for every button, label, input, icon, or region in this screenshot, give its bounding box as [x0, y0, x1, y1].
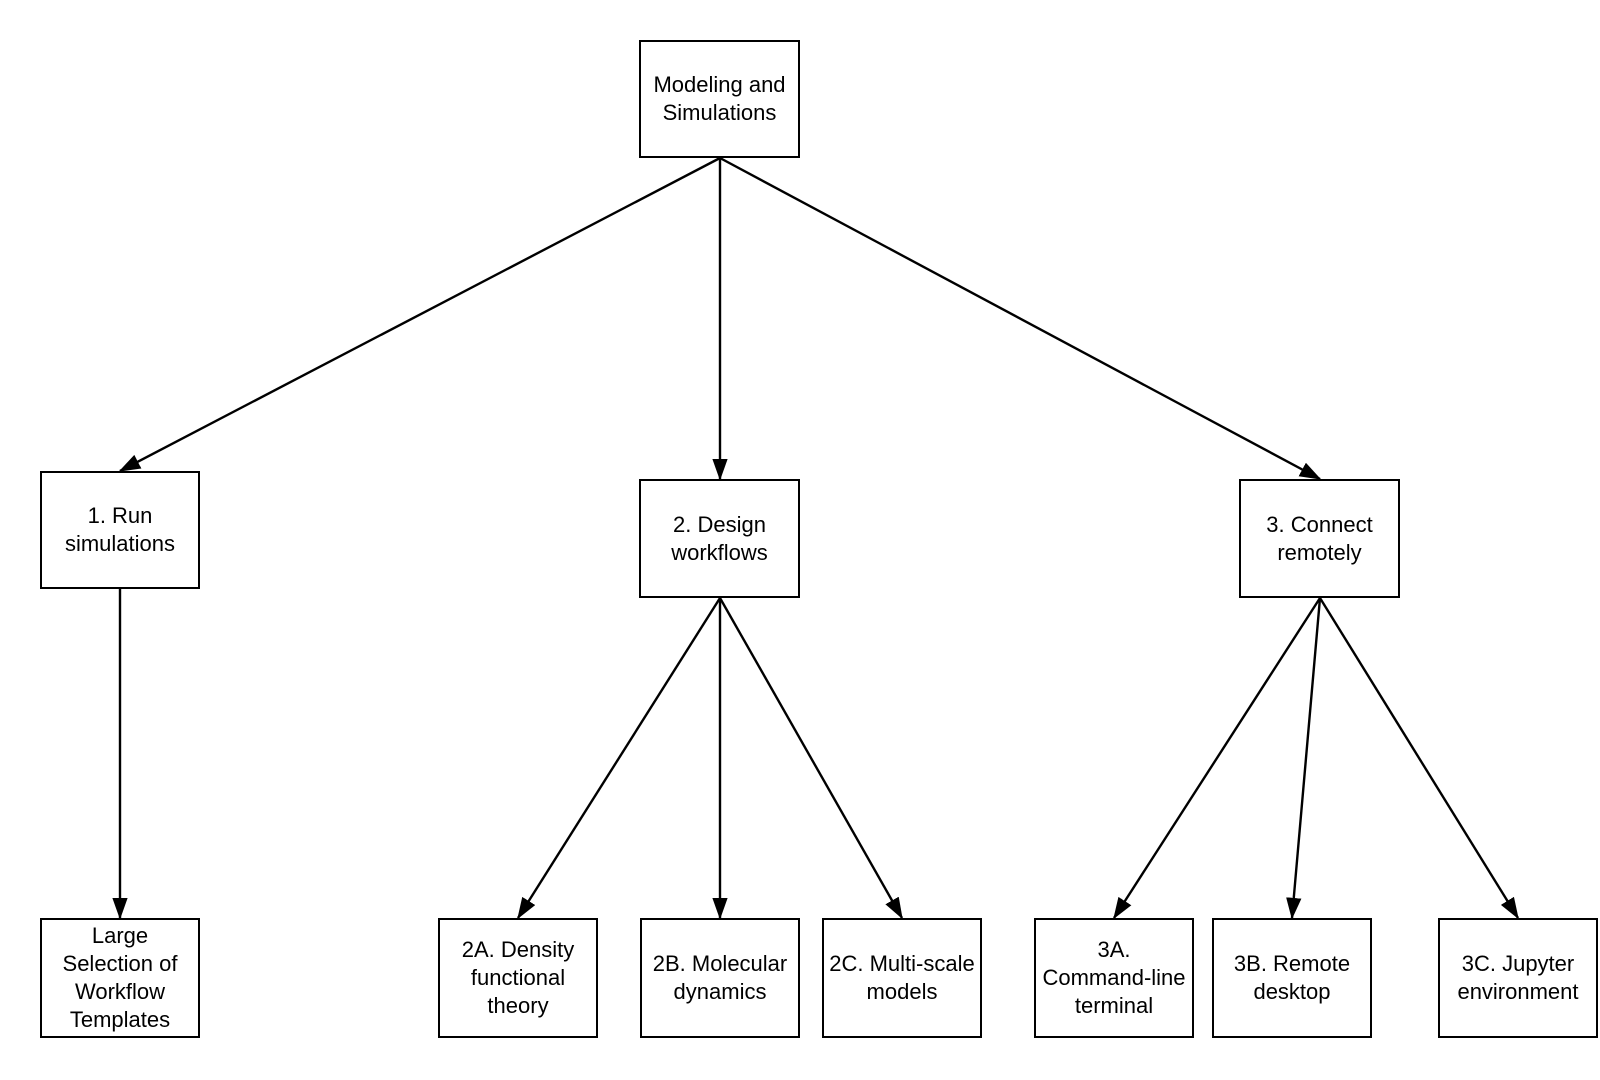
diagram-node-n2b[interactable]: 2B. Molecular dynamics	[640, 918, 800, 1038]
diagram-node-label: 2B. Molecular dynamics	[652, 951, 788, 1004]
diagram-node-label: 2C. Multi-scale models	[829, 951, 975, 1004]
diagram-node-label: 3B. Remote desktop	[1233, 951, 1351, 1004]
diagram-node-root[interactable]: Modeling and Simulations	[639, 40, 800, 158]
diagram-edge	[718, 597, 904, 920]
diagram-edge	[118, 156, 721, 473]
diagram-node-label: 2. Design workflows	[671, 511, 768, 565]
diagram-edge	[719, 156, 1322, 481]
diagram-node-n3a[interactable]: 3A. Command-line terminal	[1034, 918, 1194, 1038]
diagram-node-label: 2A. Density functional theory	[461, 937, 575, 1018]
diagram-node-n3[interactable]: 3. Connect remotely	[1239, 479, 1400, 598]
diagram-edge	[516, 597, 722, 920]
diagram-node-n3c[interactable]: 3C. Jupyter environment	[1438, 918, 1598, 1038]
diagram-node-n2[interactable]: 2. Design workflows	[639, 479, 800, 598]
diagram-node-label: 3A. Command-line terminal	[1042, 937, 1186, 1018]
diagram-node-n3b[interactable]: 3B. Remote desktop	[1212, 918, 1372, 1038]
diagram-node-label: Modeling and Simulations	[653, 72, 786, 125]
diagram-edge	[1318, 597, 1520, 920]
diagram-node-label: 3. Connect remotely	[1266, 511, 1373, 565]
diagram-node-n1a[interactable]: Large Selection of Workflow Templates	[40, 918, 200, 1038]
diagram-node-label: Large Selection of Workflow Templates	[62, 923, 178, 1032]
diagram-node-n2c[interactable]: 2C. Multi-scale models	[822, 918, 982, 1038]
diagram-node-label: 1. Run simulations	[64, 503, 176, 556]
diagram-node-label: 3C. Jupyter environment	[1457, 951, 1579, 1004]
diagram-node-n2a[interactable]: 2A. Density functional theory	[438, 918, 598, 1038]
diagram-edge	[1112, 597, 1322, 920]
diagram-edge	[1286, 597, 1322, 920]
diagram-node-n1[interactable]: 1. Run simulations	[40, 471, 200, 589]
